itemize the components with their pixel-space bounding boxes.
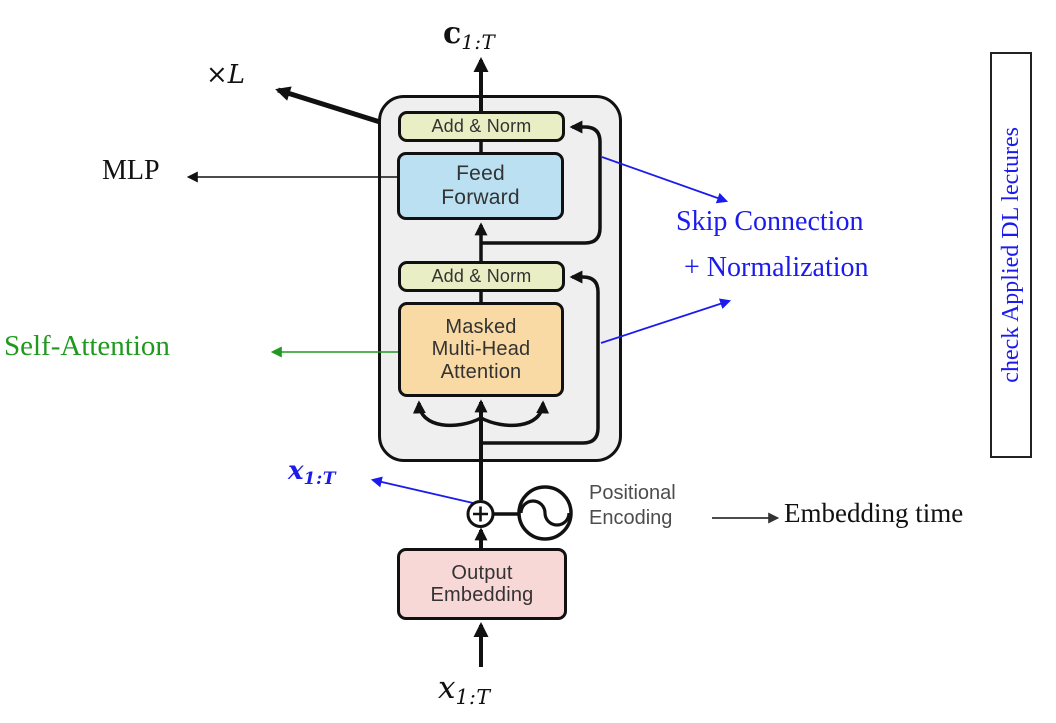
- skip-connection-upper: [481, 120, 602, 245]
- skip-annotation-arrow-upper: [601, 156, 729, 204]
- positional-encoding-label: Positional Encoding: [589, 482, 676, 529]
- add-norm-top-block: Add & Norm: [398, 111, 565, 142]
- mha-line2: Multi-Head: [431, 338, 531, 361]
- skip-annotation-arrow-lower: [600, 298, 732, 344]
- feed-forward-line1: Feed: [456, 162, 505, 186]
- input-sequence-label: x1:T: [438, 670, 491, 710]
- feed-forward-block: Feed Forward: [397, 152, 564, 220]
- times-l-arrow: [275, 86, 381, 125]
- x1t-pointer-arrow: [370, 476, 474, 504]
- side-note-text: check Applied DL lectures: [997, 127, 1024, 383]
- add-norm-top-label: Add & Norm: [431, 116, 532, 137]
- embedded-sequence-label: x1:T: [288, 456, 337, 490]
- mha-line3: Attention: [440, 360, 522, 383]
- skip-connection-annotation-line2: + Normalization: [684, 252, 869, 283]
- attention-left-input-arrow: [412, 400, 482, 428]
- self-attention-annotation: Self-Attention: [4, 330, 170, 362]
- skip-connection-lower: [481, 270, 600, 445]
- feed-forward-line2: Forward: [441, 186, 520, 209]
- output-embedding-block: Output Embedding: [397, 548, 567, 620]
- output-embedding-line2: Embedding: [430, 584, 534, 606]
- mlp-annotation: MLP: [102, 155, 160, 186]
- skip-connection-annotation-line1: Skip Connection: [676, 206, 864, 237]
- mha-line1: Masked: [445, 315, 517, 338]
- side-note-box: check Applied DL lectures: [990, 52, 1032, 458]
- masked-multi-head-attention-block: Masked Multi-Head Attention: [398, 302, 564, 397]
- context-output-label: c1:T: [443, 16, 496, 54]
- circled-plus-icon: [466, 500, 495, 528]
- sine-wave-icon: [517, 485, 573, 541]
- embedding-time-annotation: Embedding time: [784, 498, 964, 528]
- add-norm-bottom-block: Add & Norm: [398, 261, 565, 292]
- output-embedding-line1: Output: [451, 561, 513, 584]
- repeat-factor-label: ×L: [206, 60, 246, 90]
- attention-right-input-arrow: [480, 400, 550, 428]
- add-norm-bottom-label: Add & Norm: [431, 266, 532, 287]
